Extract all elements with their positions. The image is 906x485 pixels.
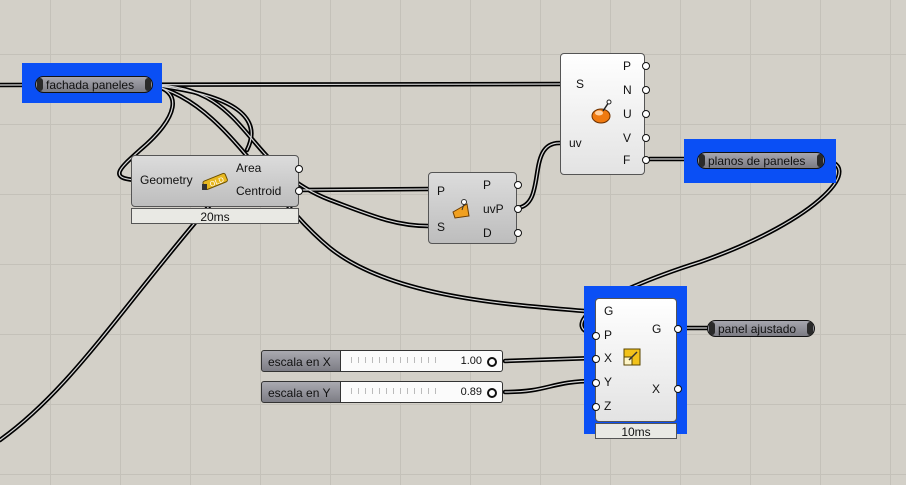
surface-cp-grip-d[interactable] [514, 229, 522, 237]
slider-x-knob[interactable] [487, 357, 497, 367]
wire-uvp-to-evaluate [514, 140, 563, 211]
area-output-centroid[interactable]: Centroid [236, 184, 282, 198]
area-component[interactable]: Geometry OLD Area Centroid 20ms [131, 155, 303, 227]
surface-closest-point-component[interactable]: P S P uvP D [428, 172, 522, 244]
scale-grip-in-y[interactable] [592, 379, 600, 387]
surface-cp-input-s[interactable]: S [437, 220, 446, 234]
surface-cp-grip-uvp[interactable] [514, 205, 522, 213]
param-panel-ajustado[interactable]: panel ajustado [707, 320, 815, 337]
scale-grip-in-z[interactable] [592, 403, 600, 411]
evaluate-input-uv[interactable]: uv [569, 136, 582, 150]
scale-nu-icon [621, 346, 643, 368]
area-timer: 20ms [131, 208, 299, 224]
area-grip-centroid[interactable] [295, 187, 303, 195]
slider-y-value: 0.89 [460, 386, 482, 398]
scale-grip-out-x[interactable] [674, 385, 682, 393]
evaluate-surface-body [560, 53, 645, 175]
surface-cp-output-p[interactable]: P [483, 178, 492, 192]
wire-slider-y [502, 378, 598, 395]
scale-nu-component[interactable]: G P X Y Z G X 10ms [592, 298, 685, 440]
scale-nu-timer: 10ms [595, 423, 677, 439]
slider-y-track[interactable]: 0.89 [341, 381, 503, 403]
evaluate-output-p[interactable]: P [623, 59, 632, 73]
scale-input-z[interactable]: Z [604, 399, 612, 413]
evaluate-output-v[interactable]: V [623, 131, 632, 145]
evaluate-surface-component[interactable]: S uv P N U V F [560, 53, 652, 176]
scale-input-x[interactable]: X [604, 351, 613, 365]
scale-output-x[interactable]: X [652, 382, 661, 396]
evaluate-output-f[interactable]: F [623, 153, 631, 167]
slider-y-label: escala en Y [261, 381, 341, 403]
wire-centroid-to-surfacecp [297, 186, 431, 193]
evaluate-input-s[interactable]: S [576, 77, 585, 91]
surface-cp-grip-p[interactable] [514, 181, 522, 189]
scale-input-y[interactable]: Y [604, 375, 613, 389]
evaluate-grip-p[interactable] [642, 62, 650, 70]
area-grip-area[interactable] [295, 165, 303, 173]
param-fachada-paneles[interactable]: fachada paneles [35, 76, 153, 93]
surface-closest-point-icon [450, 198, 472, 220]
slider-y-knob[interactable] [487, 388, 497, 398]
slider-escala-y[interactable]: escala en Y 0.89 [261, 381, 505, 403]
wire-long-diagonal [0, 202, 213, 443]
evaluate-output-u[interactable]: U [623, 107, 632, 121]
scale-grip-out-g[interactable] [674, 325, 682, 333]
evaluate-output-n[interactable]: N [623, 83, 632, 97]
evaluate-grip-n[interactable] [642, 86, 650, 94]
scale-grip-in-x[interactable] [592, 355, 600, 363]
slider-x-track[interactable]: 1.00 [341, 350, 503, 372]
surface-cp-output-uvp[interactable]: uvP [483, 202, 504, 216]
evaluate-surface-icon [590, 99, 614, 125]
wire-slider-x [502, 355, 598, 364]
scale-input-p[interactable]: P [604, 328, 613, 342]
slider-y-ticks [351, 388, 442, 394]
evaluate-grip-f[interactable] [642, 156, 650, 164]
scale-input-g[interactable]: G [604, 304, 614, 318]
evaluate-grip-v[interactable] [642, 134, 650, 142]
evaluate-grip-u[interactable] [642, 110, 650, 118]
wire-fachada-loop [147, 82, 254, 153]
slider-escala-x[interactable]: escala en X 1.00 [261, 350, 505, 372]
area-output-area[interactable]: Area [236, 161, 262, 175]
scale-output-g[interactable]: G [652, 322, 662, 336]
area-input-geometry[interactable]: Geometry [140, 173, 193, 187]
param-planos-de-paneles[interactable]: planos de paneles [697, 152, 825, 169]
scale-grip-in-p[interactable] [592, 332, 600, 340]
area-old-icon: OLD [201, 168, 229, 192]
slider-x-value: 1.00 [460, 355, 482, 367]
slider-x-ticks [351, 357, 442, 363]
surface-cp-input-p[interactable]: P [437, 184, 446, 198]
surface-cp-output-d[interactable]: D [483, 226, 492, 240]
slider-x-label: escala en X [261, 350, 341, 372]
